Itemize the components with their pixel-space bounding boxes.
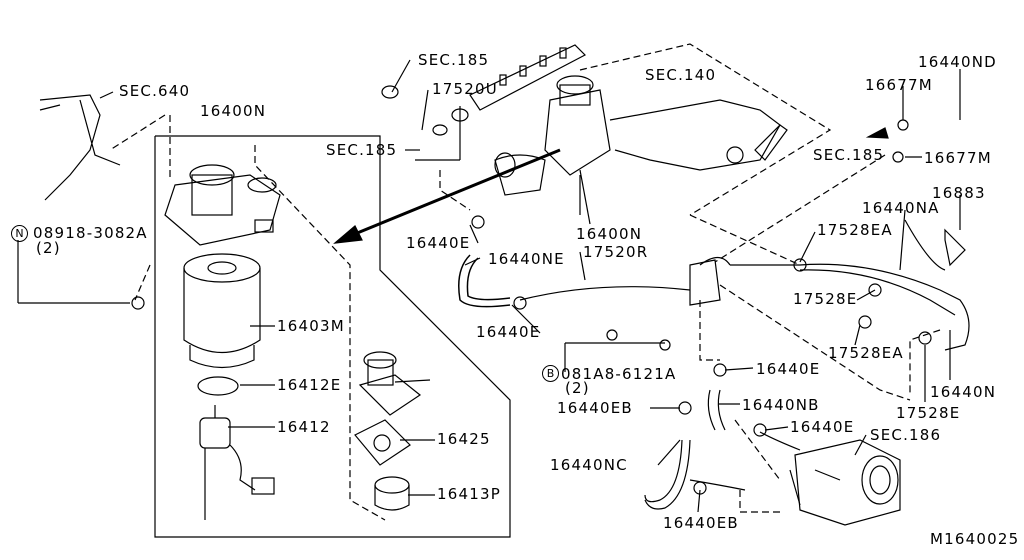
bolt-symbol-marker: B	[542, 365, 559, 382]
callout-16440na: 16440NA	[862, 199, 940, 217]
callout-16440e: 16440E	[756, 360, 821, 378]
callout-sec-185: SEC.185	[326, 141, 398, 159]
callout-qty: (2)	[565, 379, 590, 397]
callout-17528e: 17528E	[793, 290, 858, 308]
callout-16403m: 16403M	[277, 317, 345, 335]
callout-17528e: 17528E	[896, 404, 961, 422]
callout-16440ne: 16440NE	[488, 250, 565, 268]
callout-16400n: 16400N	[576, 225, 643, 243]
callout-081a8-6121a: 081A8-6121A	[561, 365, 677, 383]
callout-17528ea: 17528EA	[817, 221, 893, 239]
callout-08918-3082a: 08918-3082A	[33, 224, 148, 242]
callout-17528ea: 17528EA	[828, 344, 904, 362]
callout-16425: 16425	[437, 430, 491, 448]
callout-16440eb: 16440EB	[663, 514, 739, 532]
callout-16677m: 16677M	[865, 76, 933, 94]
callout-sec-186: SEC.186	[870, 426, 942, 444]
callout-17520r: 17520R	[583, 243, 649, 261]
callout-sec-140: SEC.140	[645, 66, 717, 84]
callout-16440n: 16440N	[930, 383, 997, 401]
callout-17520u: 17520U	[432, 80, 498, 98]
callout-16412e: 16412E	[277, 376, 342, 394]
callout-sec-185: SEC.185	[813, 146, 885, 164]
callout-16440e: 16440E	[790, 418, 855, 436]
filter-assembly-frame	[154, 135, 511, 538]
callout-sec-640: SEC.640	[119, 82, 191, 100]
callout-sec-185: SEC.185	[418, 51, 490, 69]
callout-16440e: 16440E	[476, 323, 541, 341]
callout-16400n: 16400N	[200, 102, 267, 120]
callout-16440eb: 16440EB	[557, 399, 633, 417]
callout-16883: 16883	[932, 184, 986, 202]
nut-symbol-marker: N	[11, 225, 28, 242]
callout-16440nd: 16440ND	[918, 53, 997, 71]
callout-qty: (2)	[36, 239, 61, 257]
callout-16440e: 16440E	[406, 234, 471, 252]
diagram-id: M1640025	[930, 530, 1020, 548]
callout-16440nb: 16440NB	[742, 396, 820, 414]
callout-16413p: 16413P	[437, 485, 501, 503]
callout-16677m: 16677M	[924, 149, 992, 167]
callout-16440nc: 16440NC	[550, 456, 628, 474]
callout-16412: 16412	[277, 418, 331, 436]
